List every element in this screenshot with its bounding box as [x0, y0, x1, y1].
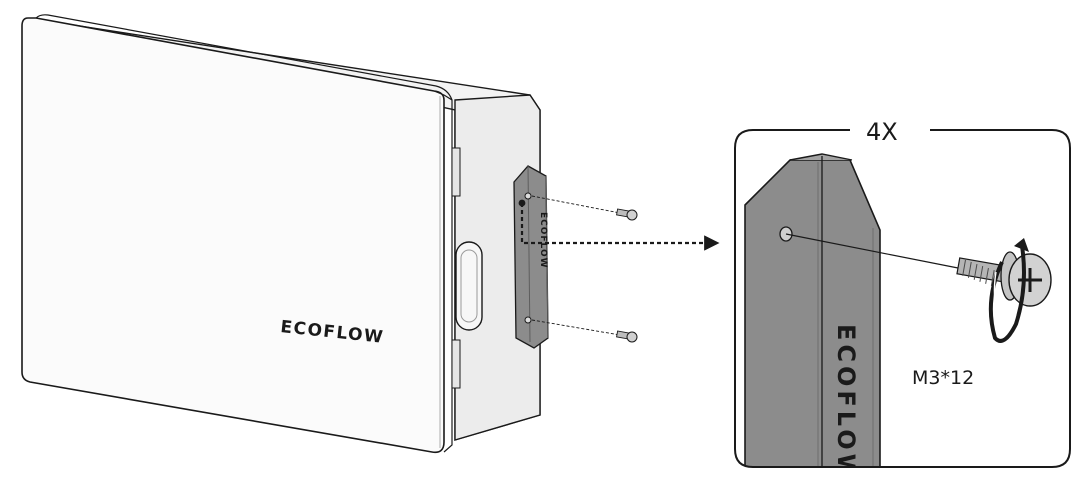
rotation-arrow-icon — [988, 238, 1029, 343]
screw-icon — [616, 330, 638, 343]
screw-icon — [956, 251, 1052, 307]
bracket-logo: ECOFLOW — [538, 212, 548, 269]
bracket-detail-logo: ECOFLOW — [832, 324, 860, 478]
arrow-right-icon — [518, 199, 720, 251]
housing-tab — [451, 339, 461, 389]
quantity-label: 4X — [866, 118, 898, 146]
callout-frame — [734, 129, 1071, 468]
mounting-bracket: ECOFLOW — [513, 165, 549, 349]
bracket-screw-hole — [524, 192, 532, 200]
handle-slot — [455, 241, 483, 331]
device: ECOFLOW — [21, 14, 541, 454]
screw-icon — [616, 208, 638, 221]
screw-spec-label: M3*12 — [912, 367, 974, 389]
device-front-panel — [21, 17, 445, 454]
bracket-screw-hole — [524, 316, 532, 324]
detail-callout: ECOFLOW 4X M3*12 — [734, 118, 1071, 478]
housing-tab — [451, 147, 461, 197]
